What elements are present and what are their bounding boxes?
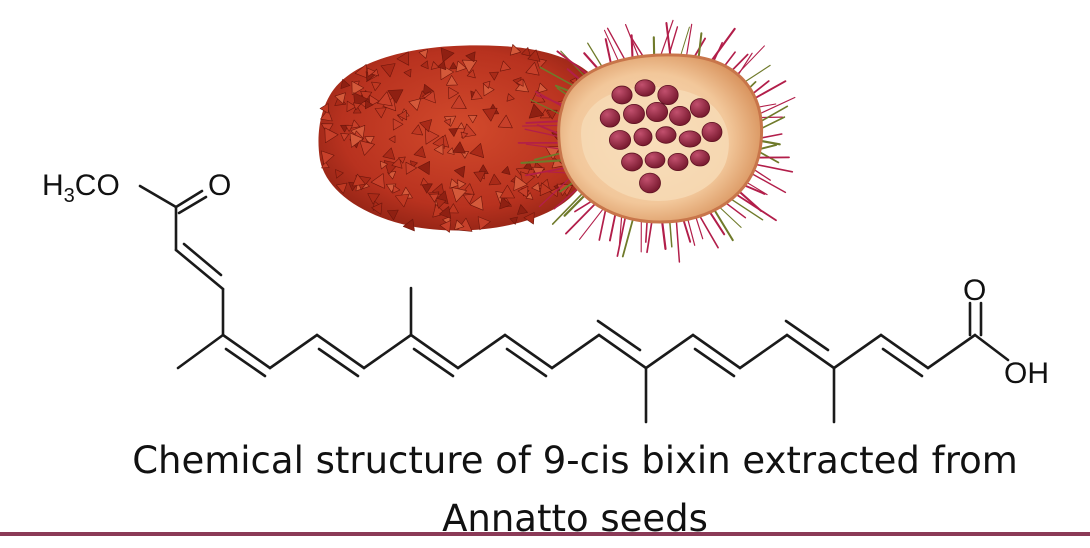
slide-divider — [0, 532, 1090, 536]
ester-suffix: CO — [75, 169, 120, 202]
figure-caption: Chemical structure of 9-cis bixin extrac… — [0, 432, 1090, 548]
caption-line-2: Annatto seeds — [0, 490, 1090, 548]
ester-carbonyl-oxygen: O — [208, 169, 231, 202]
acid-carbonyl-oxygen: O — [963, 274, 986, 307]
ester-subscript: 3 — [64, 185, 75, 207]
caption-line-1: Chemical structure of 9-cis bixin extrac… — [132, 439, 1018, 482]
acid-hydroxyl-label: OH — [1004, 357, 1049, 390]
ester-methoxy-label: H3CO — [42, 169, 120, 207]
